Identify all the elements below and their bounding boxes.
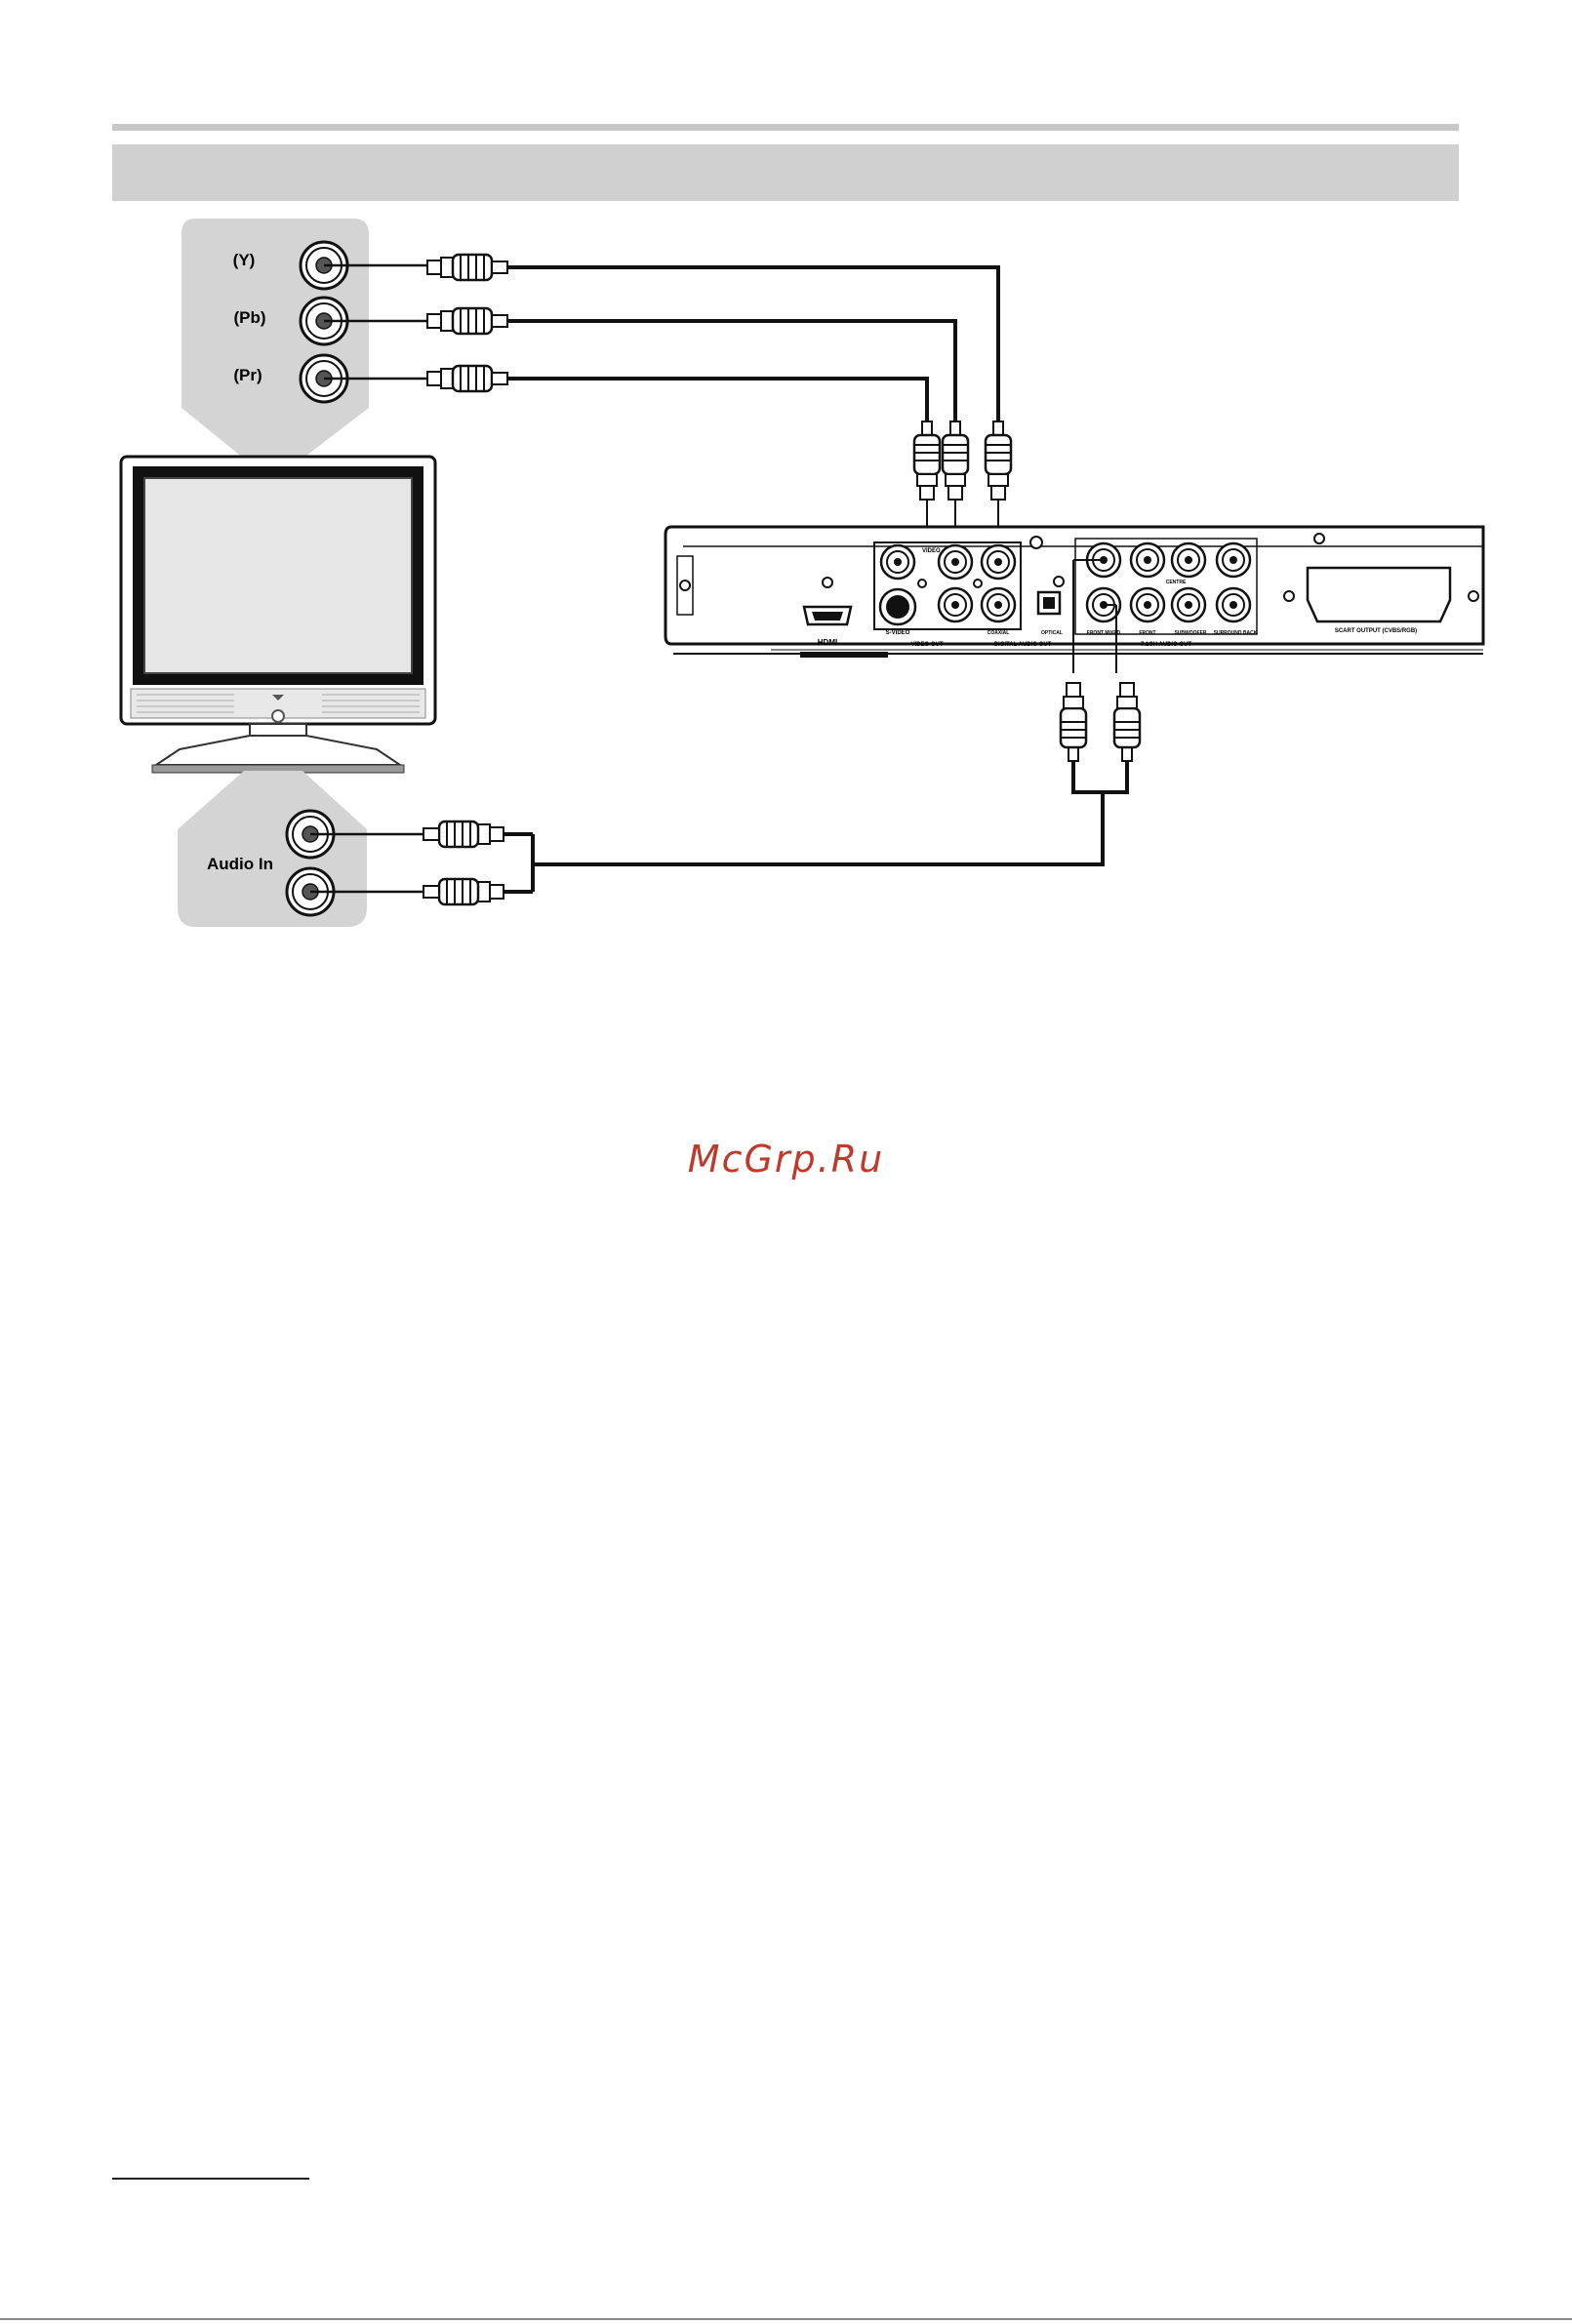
label-pb: (Pb) (233, 308, 265, 327)
video-out-label: VIDEO OUT (910, 642, 943, 648)
optical-label: OPTICAL (1041, 630, 1063, 636)
pr-cable-plug (427, 366, 507, 391)
subwoofer-label: SUBWOOFER (1174, 630, 1206, 636)
surround-back-left-jack (1217, 543, 1250, 577)
pr-player-plug (914, 421, 940, 500)
pb-cable-plug (427, 308, 507, 334)
bottom-strip (0, 2318, 1572, 2320)
pb-out-jack (939, 545, 972, 579)
tv-component-input-panel: (Y) (Pb) (Pr) (181, 219, 369, 459)
y-cable-plug (427, 255, 507, 280)
center-jack (1131, 543, 1164, 577)
pr-out-jack (939, 588, 972, 621)
tv-audio-input-panel: Audio In (178, 771, 367, 927)
front-jack (1131, 588, 1164, 621)
svideo-label: S-VIDEO (886, 630, 910, 636)
label-pr: (Pr) (233, 366, 262, 384)
video-label: VIDEO (922, 548, 941, 554)
surround-back-label: SURROUND BACK (1214, 630, 1258, 636)
subwoofer-jack (1172, 588, 1205, 621)
y-player-plug (986, 421, 1011, 500)
footnote-rule (112, 2178, 309, 2180)
hdmi-label: HDMI (818, 638, 837, 647)
coaxial-jack (982, 588, 1015, 621)
audio-in-label: Audio In (207, 855, 273, 873)
watermark: McGrp.Ru (0, 1138, 1572, 1181)
coaxial-label: COAXIAL (988, 630, 1010, 636)
digital-audio-out-label: DIGITAL AUDIO OUT (994, 642, 1052, 648)
surround-back-right-jack (1217, 588, 1250, 621)
label-y: (Y) (233, 251, 256, 269)
pb-player-plug (943, 421, 968, 500)
television-illustration (121, 457, 435, 773)
surround-left-jack (1172, 543, 1205, 577)
audio-out-label: 7.1CH AUDIO OUT (1141, 642, 1191, 648)
front-label: FRONT (1139, 630, 1155, 636)
scart-label: SCART OUTPUT (CVBS/RGB) (1335, 628, 1417, 634)
center-label: CENTRE (1166, 580, 1187, 585)
y-out-jack (982, 545, 1015, 579)
video-out-jack (881, 545, 914, 579)
